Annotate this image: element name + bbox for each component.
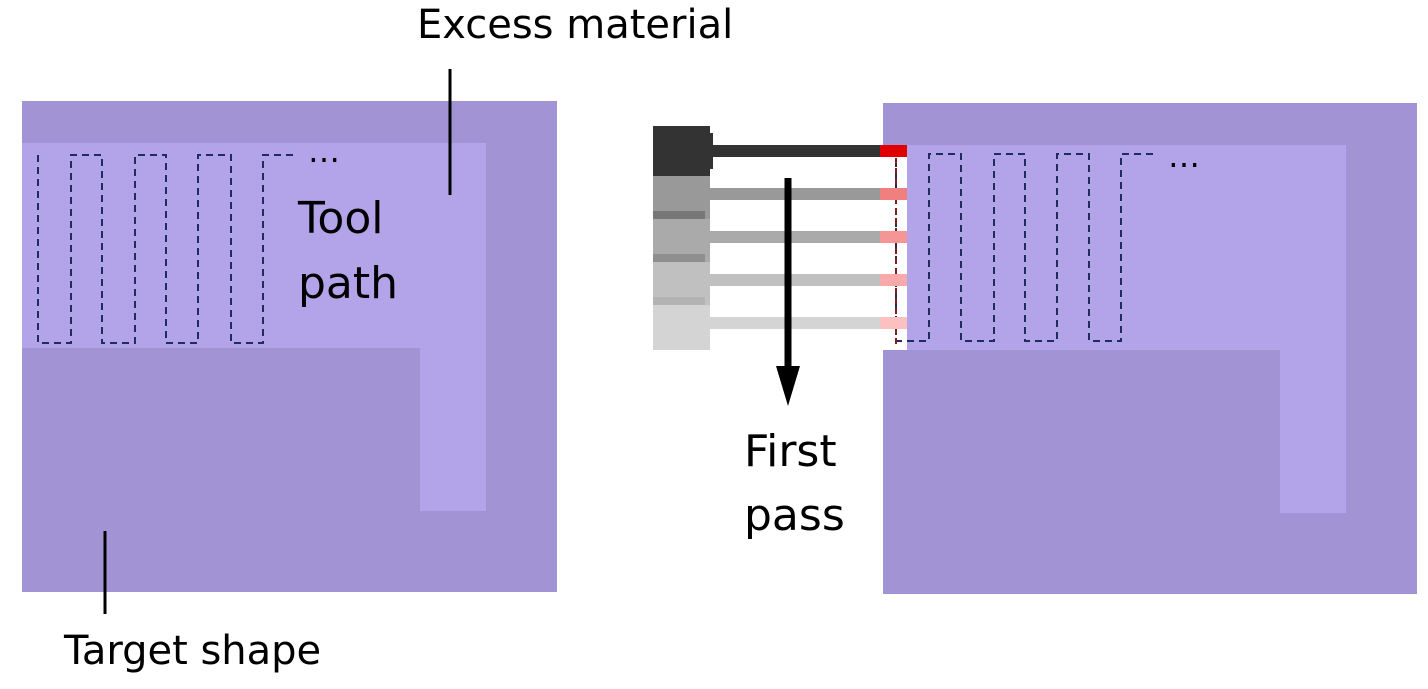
tool-ghost-4	[653, 305, 907, 350]
right-tool-path	[895, 153, 1157, 342]
left-excess-side	[420, 143, 486, 511]
arrow-down-icon	[776, 178, 800, 406]
right-ellipsis: …	[1168, 137, 1200, 175]
target-shape-label: Target shape	[63, 628, 321, 674]
left-excess-top	[22, 143, 486, 348]
tool-ghost-3	[653, 262, 907, 305]
left-tool-path	[37, 154, 298, 344]
right-excess-side	[1280, 145, 1346, 513]
first-pass-label-line1: First	[744, 426, 837, 477]
left-ellipsis: …	[308, 132, 340, 170]
tool-ghost-2	[653, 219, 907, 262]
cutting-tool-icon	[653, 126, 907, 350]
right-panel: …	[883, 103, 1417, 594]
right-excess-top	[883, 145, 1346, 350]
tool-ghost-1	[653, 176, 907, 219]
tool-path-label-line1: Tool	[297, 193, 383, 244]
tool-path-label-line2: path	[298, 258, 398, 309]
left-panel: … Tool path	[22, 101, 557, 592]
tool-current	[653, 126, 907, 176]
excess-material-label: Excess material	[417, 2, 733, 48]
first-pass-label-line2: pass	[744, 490, 845, 541]
